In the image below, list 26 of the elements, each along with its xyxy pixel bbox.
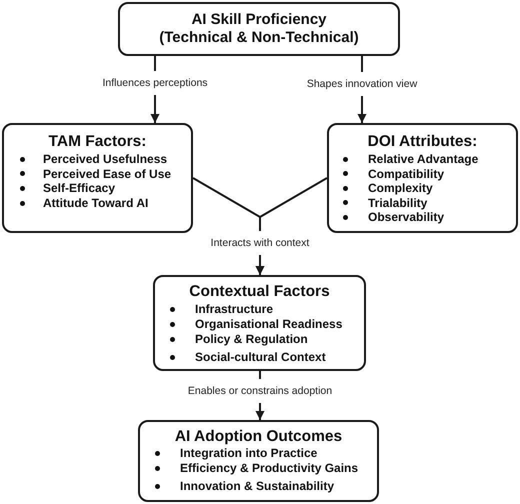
list-item: Efficiency & Productivity Gains <box>180 461 358 475</box>
box-heading: AI Skill Proficiency (Technical & Non-Technical) <box>158 11 360 47</box>
list-item: Relative Advantage <box>368 152 478 166</box>
list-item: Self-Efficacy <box>43 181 116 196</box>
list-item: Infrastructure <box>195 302 274 316</box>
concept-box <box>153 275 366 371</box>
concept-box <box>2 123 193 233</box>
list-item: Attitude Toward AI <box>43 196 148 210</box>
list-item: Compatibility <box>368 166 444 180</box>
list-item: Innovation & Sustainability <box>180 479 334 493</box>
list-item: Trialability <box>368 196 428 210</box>
box-heading: TAM Factors: <box>48 133 146 151</box>
list-item: Observability <box>368 210 444 224</box>
list-item: Integration into Practice <box>180 446 318 460</box>
list-item: Perceived Ease of Use <box>43 166 172 181</box>
concept-box <box>138 420 379 502</box>
list-item: Policy & Regulation <box>195 332 308 346</box>
list-item: Organisational Readiness <box>195 317 342 331</box>
box-heading: Contextual Factors <box>189 283 330 301</box>
concept-box <box>327 123 518 233</box>
list-item: Social-cultural Context <box>195 350 326 364</box>
concept-box <box>118 2 400 56</box>
list-item: Complexity <box>368 181 433 195</box>
list-item: Perceived Usefulness <box>43 152 168 166</box>
box-heading: DOI Attributes: <box>368 133 478 151</box>
box-heading: AI Adoption Outcomes <box>174 428 342 446</box>
